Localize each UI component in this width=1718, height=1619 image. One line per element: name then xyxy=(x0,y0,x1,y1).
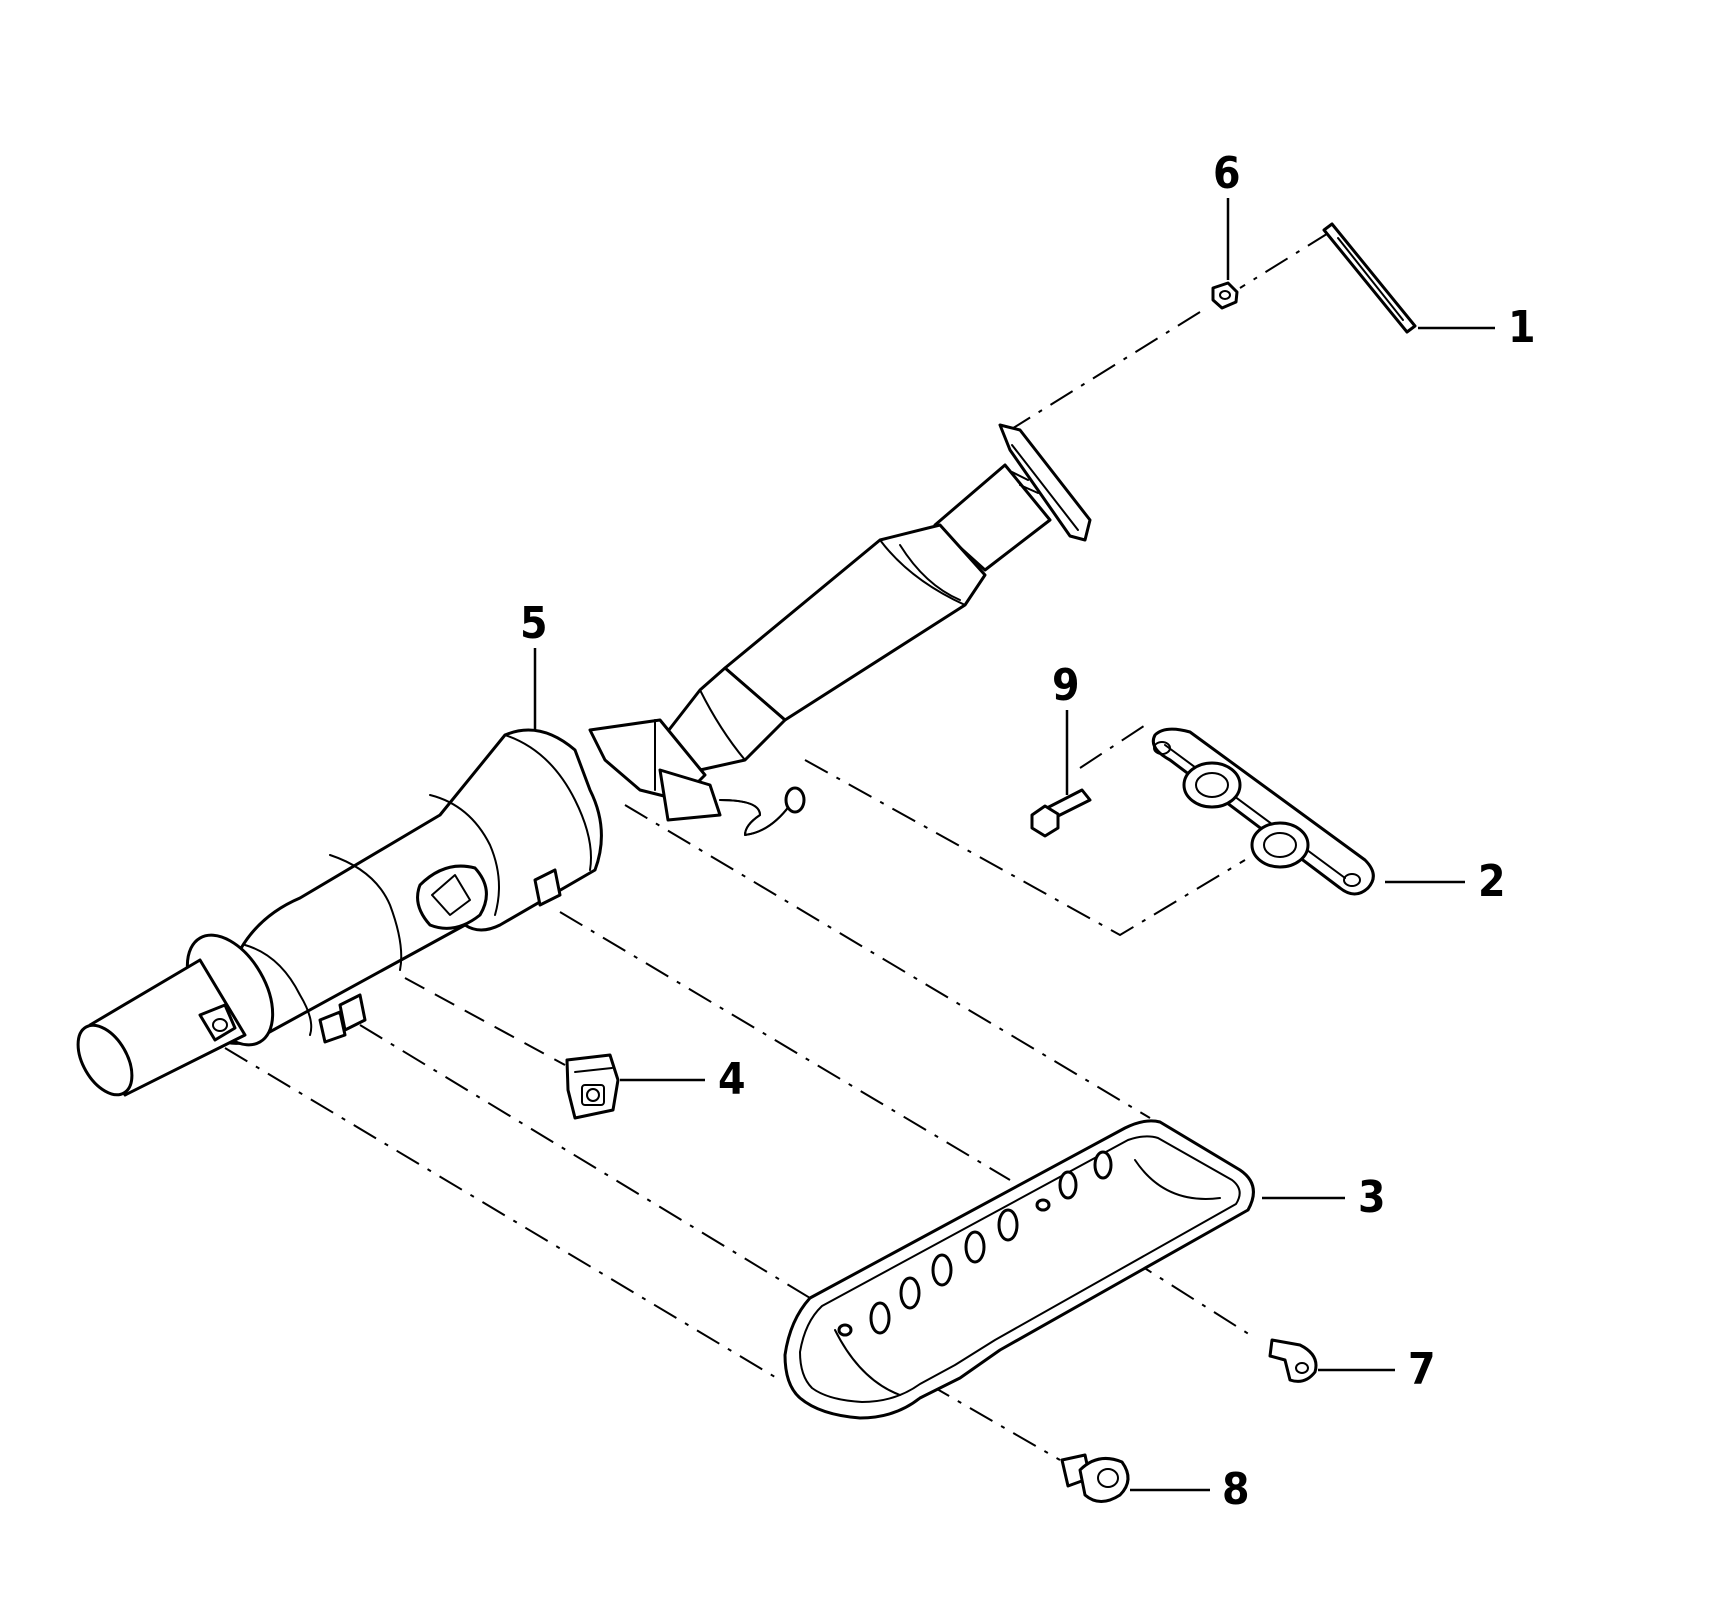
align-line-shield-right xyxy=(624,804,1151,1119)
callout-1: 1 xyxy=(1508,302,1536,353)
alignment-lines xyxy=(224,231,1331,1461)
bolt-8-part xyxy=(1060,1453,1130,1503)
callout-9: 9 xyxy=(1052,660,1080,711)
align-line-clip xyxy=(404,977,566,1066)
callout-3: 3 xyxy=(1358,1172,1386,1223)
align-line-bracket xyxy=(804,759,1246,937)
nut-part xyxy=(1211,281,1239,310)
align-line-nut-flange xyxy=(1009,311,1201,431)
align-line-screw-7 xyxy=(1044,1204,1256,1339)
slot xyxy=(869,1301,891,1335)
align-line-bolt xyxy=(1079,721,1151,769)
align-line-shield-mid xyxy=(559,911,1011,1181)
callout-6: 6 xyxy=(1213,148,1241,199)
callout-4: 4 xyxy=(718,1054,746,1105)
callout-5: 5 xyxy=(520,598,548,649)
gasket-part xyxy=(1322,222,1417,334)
heat-shield-part xyxy=(783,1119,1255,1420)
align-line-bolt-8 xyxy=(839,1332,1061,1461)
exhaust-pipe-part xyxy=(76,423,1092,1097)
align-line-shield-front xyxy=(224,1047,781,1381)
clip-nut-part xyxy=(565,1053,620,1120)
bracket-part xyxy=(1151,727,1375,896)
callout-7: 7 xyxy=(1408,1344,1436,1395)
bolt-part xyxy=(1030,788,1092,838)
align-line-shield-left xyxy=(359,1024,811,1299)
callout-2: 2 xyxy=(1478,856,1506,907)
callout-labels: 1 2 3 4 5 6 7 8 9 xyxy=(520,148,1536,1515)
align-line-gasket-nut xyxy=(1239,231,1331,289)
screw-7-part xyxy=(1268,1338,1318,1383)
leader-lines xyxy=(533,198,1495,1492)
callout-8: 8 xyxy=(1222,1464,1250,1515)
